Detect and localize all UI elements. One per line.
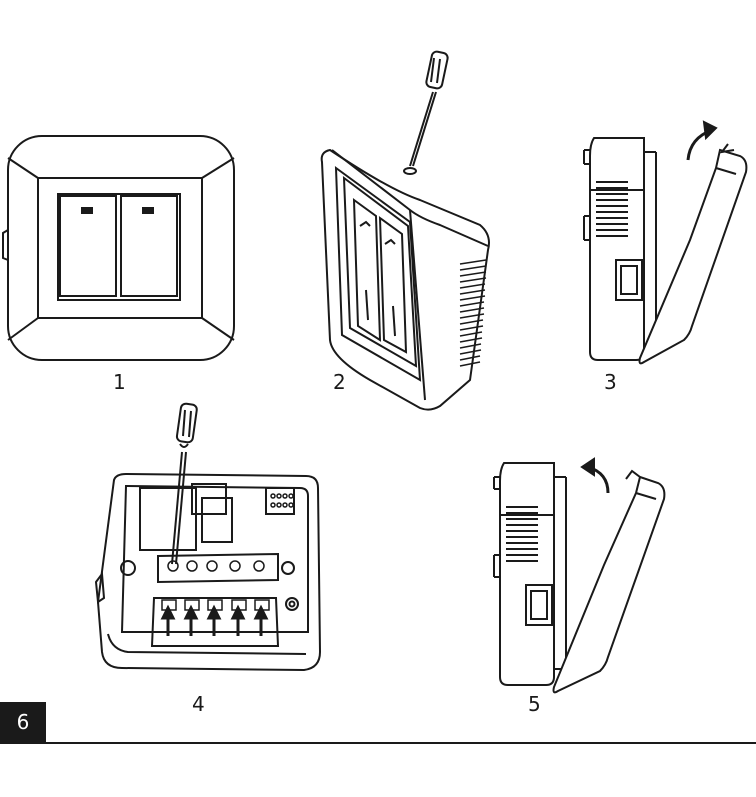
figure-3-cover-removal <box>580 120 756 370</box>
figure-2-label: 2 <box>333 370 346 394</box>
figure-3-label: 3 <box>604 370 617 394</box>
figure-4-terminal-base <box>92 402 332 688</box>
curved-arrow-icon <box>582 459 608 493</box>
screwdriver-icon <box>172 403 197 564</box>
screwdriver-icon <box>410 51 449 166</box>
page-number-badge: 6 <box>0 702 46 742</box>
curved-arrow-icon <box>688 122 716 160</box>
figure-5-cover-attach <box>490 455 670 695</box>
footer-rule <box>0 742 756 744</box>
figure-1-label: 1 <box>113 370 126 394</box>
insert-arrows-icon <box>163 608 266 636</box>
figure-4-label: 4 <box>192 692 205 716</box>
page-number: 6 <box>16 710 30 734</box>
figure-2-switch-screwdriver <box>310 50 500 410</box>
figure-1-switch-front <box>0 130 240 360</box>
figure-5-label: 5 <box>528 692 541 716</box>
